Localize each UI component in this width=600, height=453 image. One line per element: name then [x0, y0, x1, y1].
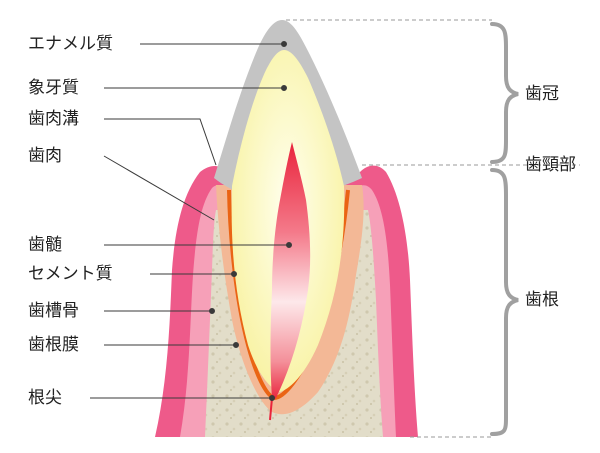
leader-dentin-dot	[281, 85, 287, 91]
label-gingival-sulcus: 歯肉溝	[28, 109, 79, 129]
label-cementum: セメント質	[28, 264, 113, 284]
label-root: 歯根	[525, 290, 559, 310]
section-brackets	[490, 22, 519, 436]
leader-gingiva	[103, 155, 215, 221]
bracket-root	[490, 168, 519, 436]
pulp-cavity	[270, 142, 311, 400]
leader-lines	[90, 41, 292, 401]
label-apex: 根尖	[28, 388, 62, 408]
leader-ligament-dot	[233, 342, 239, 348]
label-crown: 歯冠	[525, 84, 559, 104]
leader-apex-dot	[269, 395, 275, 401]
label-gingiva: 歯肉	[28, 146, 62, 166]
label-alveolar-bone: 歯槽骨	[28, 301, 79, 321]
apex-tip-mark	[269, 397, 273, 421]
label-dentin: 象牙質	[28, 78, 79, 98]
leader-pulp-dot	[286, 242, 292, 248]
label-enamel: エナメル質	[28, 34, 113, 54]
leader-enamel-dot	[281, 41, 287, 47]
leader-gingival-sulcus	[104, 118, 217, 166]
reference-lines	[286, 19, 580, 438]
bracket-crown	[490, 22, 519, 164]
label-pulp: 歯髄	[28, 235, 62, 255]
label-cervix: 歯頸部	[525, 155, 576, 175]
leader-cementum-dot	[231, 271, 237, 277]
leader-alveolar-dot	[209, 308, 215, 314]
label-periodontal-ligament: 歯根膜	[28, 335, 79, 355]
